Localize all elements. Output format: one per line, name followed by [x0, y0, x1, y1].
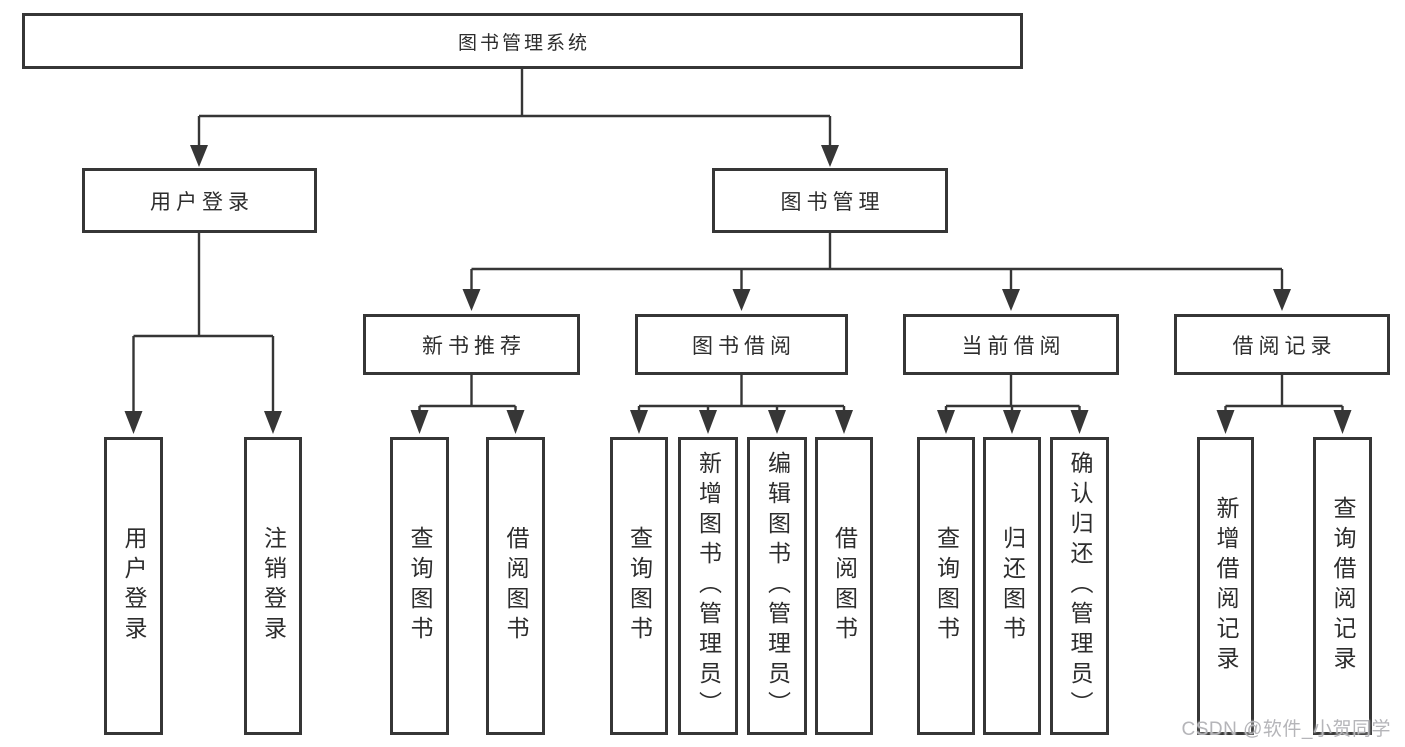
node-new-book-recommend: 新书推荐 [363, 314, 580, 375]
leaf-return-book-label: 归还图书 [999, 526, 1026, 646]
leaf-query-borrow-record: 查询借阅记录 [1313, 437, 1372, 735]
leaf-confirm-return-admin: 确认归还（管理员） [1050, 437, 1109, 735]
node-user-login-label: 用户登录 [150, 190, 254, 214]
leaf-user-login: 用户登录 [104, 437, 163, 735]
leaf-query-books-current-label: 查询图书 [933, 526, 960, 646]
leaf-add-borrow-record: 新增借阅记录 [1197, 437, 1254, 735]
node-book-management-label: 图书管理 [780, 190, 885, 214]
leaf-add-book-admin-label: 新增图书（管理员） [695, 451, 722, 721]
leaf-logout-label: 注销登录 [260, 526, 287, 646]
node-book-borrow: 图书借阅 [635, 314, 848, 375]
leaf-query-books-current: 查询图书 [917, 437, 975, 735]
node-current-borrow: 当前借阅 [903, 314, 1119, 375]
leaf-borrow-books-recommend: 借阅图书 [486, 437, 545, 735]
node-user-login: 用户登录 [82, 168, 317, 233]
leaf-return-book: 归还图书 [983, 437, 1041, 735]
leaf-query-borrow-record-label: 查询借阅记录 [1330, 496, 1356, 676]
node-borrow-records: 借阅记录 [1174, 314, 1390, 375]
leaf-query-books-borrow: 查询图书 [610, 437, 668, 735]
leaf-user-login-label: 用户登录 [121, 526, 147, 646]
arrowheads [124, 145, 1352, 434]
leaf-logout: 注销登录 [244, 437, 302, 735]
node-new-book-recommend-label: 新书推荐 [422, 334, 526, 358]
connector-paths [132, 69, 1344, 414]
leaf-borrow-books-recommend-label: 借阅图书 [503, 526, 529, 646]
node-root: 图书管理系统 [22, 13, 1023, 69]
node-book-borrow-label: 图书借阅 [692, 334, 796, 358]
leaf-query-books-recommend-label: 查询图书 [407, 526, 433, 646]
leaf-confirm-return-admin-label: 确认归还（管理员） [1067, 451, 1093, 721]
node-borrow-records-label: 借阅记录 [1232, 334, 1337, 358]
node-current-borrow-label: 当前借阅 [961, 334, 1066, 358]
leaf-borrow-books-2: 借阅图书 [815, 437, 873, 735]
leaf-edit-book-admin-label: 编辑图书（管理员） [764, 451, 791, 721]
leaf-borrow-books-2-label: 借阅图书 [831, 526, 858, 646]
node-root-label: 图书管理系统 [457, 32, 590, 54]
leaf-query-books-borrow-label: 查询图书 [626, 526, 653, 646]
node-book-management: 图书管理 [712, 168, 948, 233]
leaf-add-borrow-record-label: 新增借阅记录 [1213, 496, 1239, 676]
leaf-query-books-recommend: 查询图书 [390, 437, 449, 735]
leaf-edit-book-admin: 编辑图书（管理员） [747, 437, 807, 735]
csdn-watermark: CSDN @软件_小贺同学 [1181, 719, 1391, 740]
leaf-add-book-admin: 新增图书（管理员） [678, 437, 738, 735]
